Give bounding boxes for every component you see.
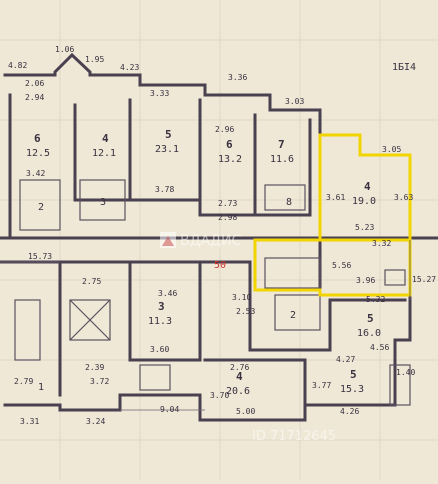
room-area: 13.2 — [218, 154, 242, 165]
room-area: 12.5 — [26, 148, 50, 159]
dim-label: 2.73 — [218, 199, 237, 208]
dim-label: 15.73 — [28, 252, 52, 261]
dim-label: 3.72 — [90, 377, 109, 386]
dim-label: 4.23 — [120, 63, 139, 72]
walls — [0, 52, 438, 422]
room-area: 16.0 — [357, 328, 381, 339]
room-number: 3 — [158, 300, 165, 313]
dim-label: 2.39 — [85, 363, 104, 372]
dim-label: 3.33 — [150, 89, 169, 98]
dim-label: 3.36 — [228, 73, 247, 82]
room-area: 20.6 — [226, 386, 250, 397]
dim-label: 5.56 — [332, 261, 351, 270]
room-number-small: 8 — [286, 197, 292, 208]
dim-label: 5.00 — [236, 407, 255, 416]
corner-note: 1БІ4 — [392, 62, 416, 73]
dim-label: 3.24 — [86, 417, 105, 426]
dim-label: 3.05 — [382, 145, 401, 154]
top-dimensions: 4.82 1.06 1.95 4.23 3.36 3.03 2.06 2.94 … — [8, 45, 401, 154]
dim-label: 2.76 — [230, 363, 249, 372]
watermark-brand: ВДАДИС — [180, 233, 242, 249]
room-number: 4 — [364, 180, 371, 193]
room-number: 6 — [226, 138, 233, 151]
room-number: 7 — [278, 138, 285, 151]
dim-label: 3.46 — [158, 289, 177, 298]
dim-label: 4.27 — [336, 355, 355, 364]
room-area: 23.1 — [155, 144, 179, 155]
dim-label: 2.75 — [82, 277, 101, 286]
dim-label: 3.61 — [326, 193, 345, 202]
room-area: 19.0 — [352, 196, 376, 207]
dim-label: 3.63 — [394, 193, 413, 202]
dim-label: 4.56 — [370, 343, 389, 352]
misc-dimensions: 3.42 3.78 2.96 2.73 5.23 3.61 3.63 5.56 … — [14, 125, 436, 426]
watermark: ВДАДИС ID 71712645 — [160, 232, 336, 444]
partitions — [14, 179, 411, 406]
dim-label: 2.98 — [218, 213, 237, 222]
dim-label: 3.32 — [372, 239, 391, 248]
room-number-small: 3 — [100, 197, 106, 208]
dim-label: 3.31 — [20, 417, 39, 426]
dim-label: 3.10 — [232, 293, 251, 302]
dim-label: 9.04 — [160, 405, 179, 414]
room-area: 11.6 — [270, 154, 294, 165]
dim-label: 2.94 — [25, 93, 44, 102]
dim-label: 3.77 — [312, 381, 331, 390]
room-number-small: 2 — [38, 202, 44, 213]
dim-label: 1.40 — [396, 368, 415, 377]
room-number: 4 — [102, 132, 109, 145]
dim-label: 3.78 — [155, 185, 174, 194]
dim-label: 1.95 — [85, 55, 104, 64]
dim-label: 3.03 — [285, 97, 304, 106]
room-area: 15.3 — [340, 384, 364, 395]
room-number: 5 — [165, 128, 172, 141]
dim-label: 3.60 — [150, 345, 169, 354]
dim-label: 1.06 — [55, 45, 74, 54]
watermark-id: ID 71712645 — [252, 429, 336, 444]
small-room-numbers: 2 3 8 2 1 — [38, 197, 296, 393]
room-number: 5 — [367, 312, 374, 325]
dim-label: 2.53 — [236, 307, 255, 316]
room-number: 5 — [350, 368, 357, 381]
room-number-small: 1 — [38, 382, 44, 393]
room-labels: 6 12.5 4 12.1 5 23.1 6 13.2 7 11.6 4 19.… — [26, 128, 381, 397]
dim-label: 2.79 — [14, 377, 33, 386]
dim-label: 4.82 — [8, 61, 27, 70]
dim-label: 3.42 — [26, 169, 45, 178]
dim-label: 2.06 — [25, 79, 44, 88]
red-mark: 50 — [214, 260, 226, 271]
dim-label: 4.26 — [340, 407, 359, 416]
dim-label: 15.27 — [412, 275, 436, 284]
room-number: 6 — [34, 132, 41, 145]
room-number: 4 — [236, 370, 243, 383]
dim-label: 5.32 — [366, 295, 385, 304]
room-number-small: 2 — [290, 310, 296, 321]
watermark-logo-icon — [160, 232, 176, 248]
dimension-lines — [0, 240, 411, 411]
dim-label: 3.70 — [210, 391, 229, 400]
room-area: 12.1 — [92, 148, 116, 159]
dim-label: 3.96 — [356, 276, 375, 285]
dim-label: 5.23 — [355, 223, 374, 232]
dim-label: 2.96 — [215, 125, 234, 134]
room-area: 11.3 — [148, 316, 172, 327]
